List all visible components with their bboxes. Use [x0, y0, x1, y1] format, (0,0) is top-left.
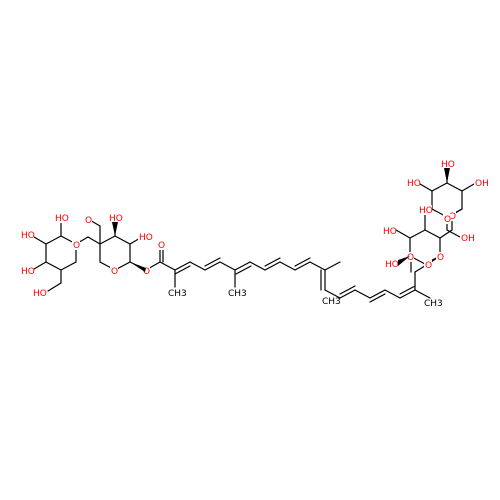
ester-oxygen-label: O — [425, 261, 432, 271]
oh-label: HO — [21, 267, 35, 277]
oh-label: HO — [55, 214, 69, 224]
ring-oxygen-label: O — [73, 241, 80, 251]
oh-label: HO — [419, 206, 433, 216]
polyene-chain — [145, 247, 431, 303]
carbonyl-oxygen-label: O — [158, 241, 165, 251]
atom-labels: HO HO HO HO O O HO HO O O O CH3 CH3 CH3 … — [20, 159, 489, 309]
oh-label: HO — [385, 260, 399, 270]
stereo-wedge — [444, 168, 450, 183]
oh-label: HO — [139, 233, 153, 243]
oh-right-label: OH — [475, 179, 489, 189]
stereo-wedge — [112, 222, 118, 236]
oh-label: HO — [383, 227, 397, 237]
oh-label: HO — [109, 214, 123, 224]
ester-oxygen-label: O — [143, 267, 150, 277]
oh-label: HO — [21, 231, 35, 241]
glycosidic-oxygen-label: O — [85, 216, 92, 226]
ring-oxygen-label: O — [444, 215, 451, 225]
ring-oxygen-label: O — [111, 267, 118, 277]
methyl-label: CH3 — [322, 297, 341, 307]
glycosidic-oxygen-label: O — [449, 212, 456, 222]
oh-label: HO — [441, 160, 455, 170]
ring-oxygen-label: O — [437, 253, 444, 263]
stereo-wedges — [112, 168, 450, 272]
stereo-wedge — [398, 256, 410, 266]
methyl-label: CH3 — [168, 289, 187, 299]
hydroxymethyl-label: HO — [33, 289, 47, 299]
oh-right-label: OH — [461, 234, 475, 244]
methyl-label: CH3 — [228, 289, 247, 299]
carbonyl-oxygen-label: O — [407, 253, 414, 263]
methyl-label: CH3 — [424, 299, 443, 309]
left-terminal-glucose — [33, 221, 89, 292]
stereo-wedge — [130, 262, 146, 272]
oh-label: HO — [407, 179, 421, 189]
